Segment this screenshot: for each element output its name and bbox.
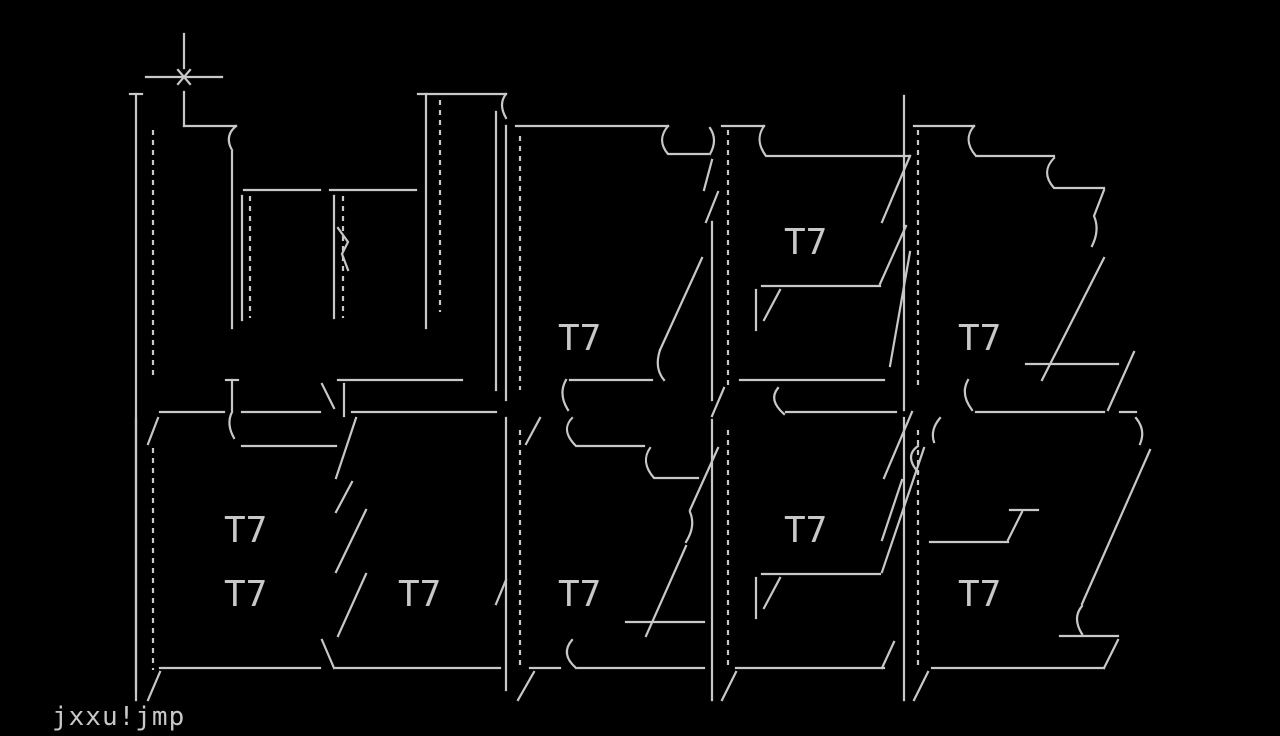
glyph-t7: T7 xyxy=(398,574,441,615)
glyph-t7: T7 xyxy=(558,318,601,359)
letter-block-z-bottom xyxy=(882,410,1152,702)
letter-block-d-top xyxy=(902,94,1138,414)
letter-block-p-bottom xyxy=(720,430,926,702)
glyph-t7: T7 xyxy=(224,574,267,615)
artist-signature: jxxu!jmp xyxy=(52,702,186,732)
glyph-t7: T7 xyxy=(958,574,1001,615)
glyph-t7: T7 xyxy=(784,222,827,263)
letter-block-e-bottom xyxy=(504,416,720,702)
glyph-group: T7 T7 T7 T7 T7 T7 T7 T7 T7 T7 xyxy=(224,222,1001,615)
glyph-t7: T7 xyxy=(958,318,1001,359)
glyph-t7: T7 xyxy=(224,510,267,551)
letter-block-p-top xyxy=(504,124,720,412)
glyph-t7: T7 xyxy=(784,510,827,551)
letter-block-u xyxy=(128,92,508,702)
glyph-t7: T7 xyxy=(558,574,601,615)
letter-block-b-bottom xyxy=(134,416,508,702)
sparkle-icon xyxy=(144,32,224,128)
letter-block-p-top-right xyxy=(710,124,912,418)
